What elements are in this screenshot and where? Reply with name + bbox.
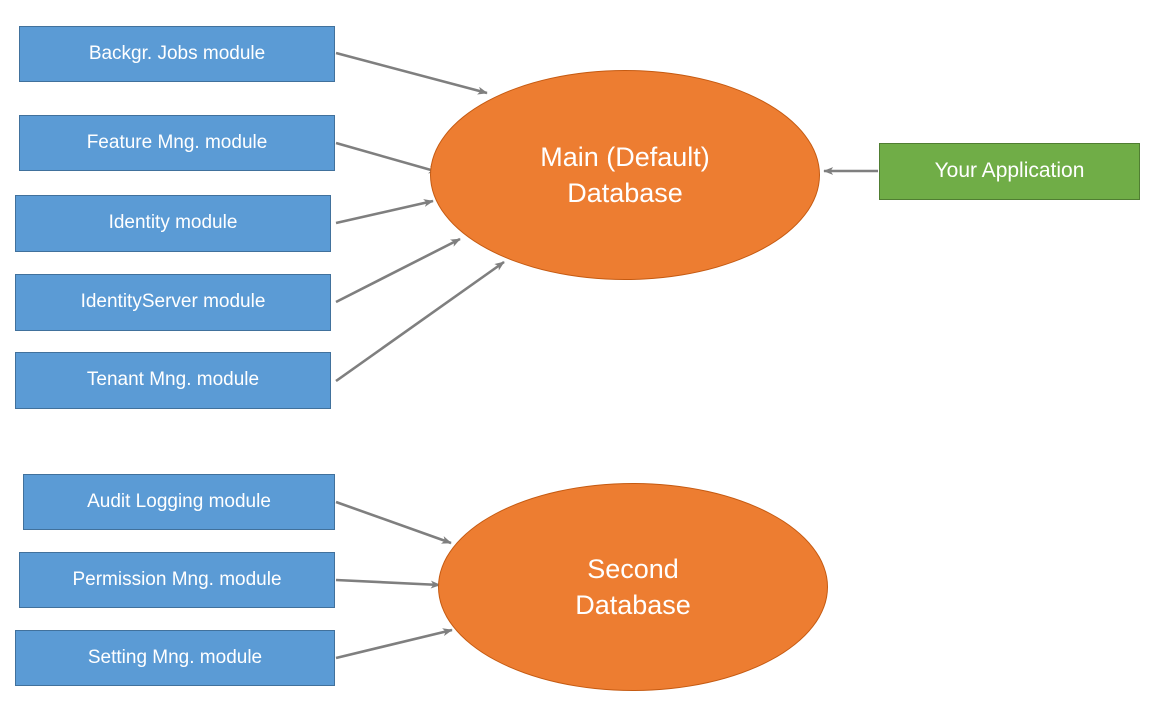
node-second-database-label: Second Database: [575, 553, 691, 620]
node-main-database-label: Main (Default) Database: [540, 141, 710, 208]
connector-backgr-jobs-to-main-db: [335, 51, 488, 95]
node-module-backgr-jobs-label: Backgr. Jobs module: [88, 42, 266, 64]
node-module-identityserver[interactable]: IdentityServer module: [15, 274, 331, 331]
connector-feature-mng-to-main-db: [335, 141, 439, 174]
node-module-identity-label: Identity module: [108, 212, 238, 234]
node-module-setting-mng[interactable]: Setting Mng. module: [15, 630, 335, 686]
node-module-tenant-mng-label: Tenant Mng. module: [86, 369, 260, 391]
connector-setting-mng-to-second-db: [335, 628, 453, 660]
node-second-database[interactable]: Second Database: [438, 483, 828, 691]
connector-identityserver-to-main-db: [335, 237, 461, 304]
connector-tenant-mng-to-main-db: [335, 260, 505, 383]
connector-audit-logging-to-second-db: [335, 500, 452, 545]
node-module-backgr-jobs[interactable]: Backgr. Jobs module: [19, 26, 335, 82]
node-module-permission-mng[interactable]: Permission Mng. module: [19, 552, 335, 608]
node-your-application-label: Your Application: [934, 159, 1085, 183]
node-main-database[interactable]: Main (Default) Database: [430, 70, 820, 280]
node-module-permission-mng-label: Permission Mng. module: [72, 568, 282, 590]
node-module-feature-mng-label: Feature Mng. module: [86, 131, 268, 153]
node-module-identityserver-label: IdentityServer module: [80, 291, 266, 313]
node-module-audit-logging-label: Audit Logging module: [87, 490, 271, 512]
connector-permission-mng-to-second-db: [335, 578, 441, 589]
connector-identity-to-main-db: [335, 199, 434, 225]
node-your-application[interactable]: Your Application: [879, 143, 1140, 200]
node-module-audit-logging[interactable]: Audit Logging module: [23, 474, 335, 530]
node-module-feature-mng[interactable]: Feature Mng. module: [19, 115, 335, 171]
node-module-identity[interactable]: Identity module: [15, 195, 331, 252]
node-module-setting-mng-label: Setting Mng. module: [87, 646, 263, 668]
node-module-tenant-mng[interactable]: Tenant Mng. module: [15, 352, 331, 409]
